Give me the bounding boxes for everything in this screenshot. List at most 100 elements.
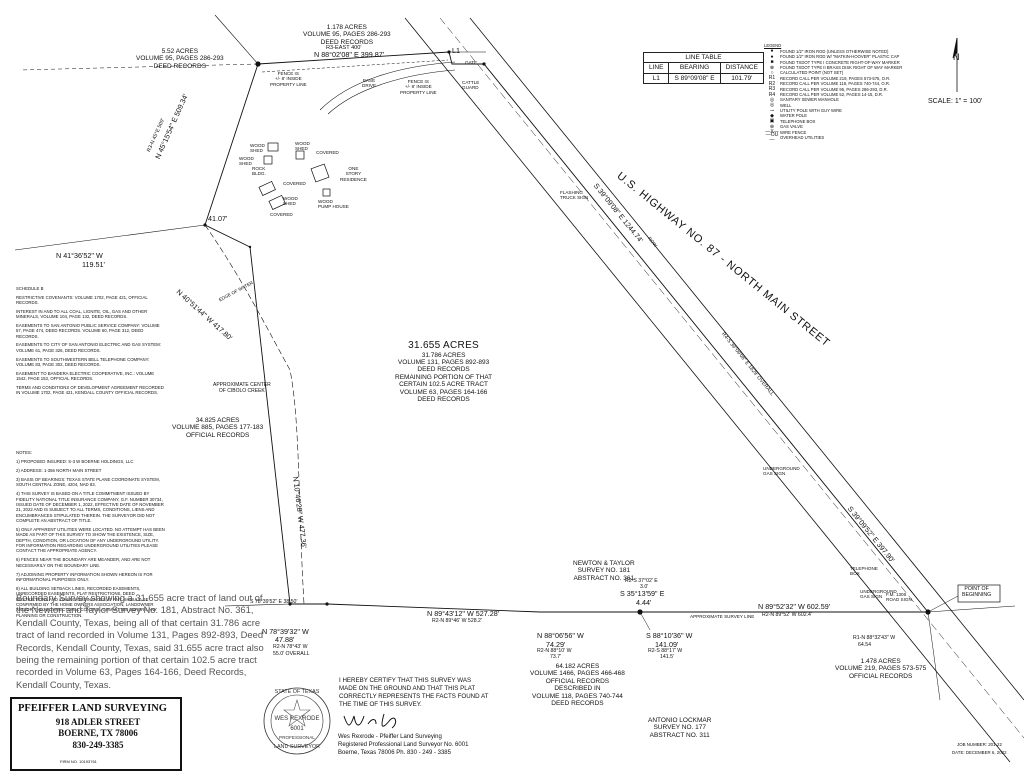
tract-label-south: 64.182 ACRES VOLUME 1466, PAGES 466-468 … [530, 663, 625, 708]
bearing-s-mid2-record2: 141.5' [660, 654, 674, 660]
tract-label-north: 1.178 ACRES VOLUME 95, PAGES 286-293 DEE… [303, 24, 391, 46]
surveyor-seal [263, 687, 331, 755]
approximate-survey-line-label: APPROXIMATE SURVEY LINE [690, 614, 755, 619]
seal-bottom: LAND SURVEYOR [273, 744, 321, 750]
creek-label: APPROXIMATE CENTER OF CIBOLO CREEK [213, 382, 271, 394]
pob-box [957, 584, 1001, 603]
distance-s-mid2: 141.09' [655, 640, 679, 649]
bearing-s-mid2-record: R2-S 88°17' W [648, 648, 683, 654]
distance-s-mid1: 74.29' [546, 640, 566, 649]
firm-name: PFEIFFER LAND SURVEYING [18, 703, 167, 714]
seal-name: WES REXRODE [274, 716, 320, 722]
tract-label-northwest: 5.52 ACRES VOLUME 95, PAGES 286-293 DEED… [136, 48, 224, 70]
bearing-s-line1-record: R2-N 89°52' W 602.4' [762, 612, 812, 618]
covered-label: COVERED [316, 150, 339, 155]
bearing-north-line: N 88°02'08" E 399.87' [314, 50, 385, 59]
line-l1-label: L1 [452, 46, 460, 55]
creek-line [204, 224, 305, 605]
residence-label: ONE STORY RESIDENCE [340, 166, 367, 182]
bearing-sw-corner-record2: 55.0' OVERALL [273, 651, 310, 657]
north-arrow [952, 37, 958, 92]
job-number: JOB NUMBER: 201-22 [957, 742, 1002, 747]
highway-row-line [469, 17, 1024, 701]
rock-building [263, 155, 273, 165]
line-table-header: DISTANCE [719, 62, 764, 74]
base-drive [319, 61, 456, 111]
line-table-header: LINE [642, 62, 670, 74]
cattle-guard-label: CATTLE GUARD [462, 80, 480, 91]
bearing-s-short: S 78°39'52" E 38.50' [250, 599, 298, 605]
north-arrow-letter: N [953, 52, 960, 62]
tract-label-southeast: 1.478 ACRES VOLUME 219, PAGES 573-575 OF… [835, 658, 927, 680]
legend: LEGEND ●FOUND 1/2" IRON ROD (UNLESS OTHE… [764, 43, 903, 144]
tract-label-main: 31.655 ACRES 31.786 ACRES VOLUME 131, PA… [395, 340, 493, 404]
point-of-beginning-label: POINT OF BEGINNING [962, 586, 992, 598]
line-table-header: BEARING [668, 62, 721, 74]
bearing-s-line2: N 89°43'12" W 527.28' [427, 609, 500, 618]
wood-shed-label: WOOD SHED [239, 156, 254, 167]
distance-jog1: 4.44' [636, 598, 652, 607]
rock-building-label: ROCK BLDG. [252, 166, 266, 177]
distance-w-short: 119.51' [82, 260, 105, 269]
distance-nw-bend: 41.07' [208, 214, 228, 223]
distance-sw-corner: 47.88' [275, 635, 295, 644]
bearing-sw-corner-record: R2-N 78°43' W [273, 644, 308, 650]
covered-label: COVERED [270, 212, 293, 217]
flashing-sign-label: FLASHING TRUCK SIGN [560, 190, 589, 201]
job-date: DATE: DECEMBER 6, 2022 [952, 750, 1007, 755]
bearing-jog1: S 35°13'59" E [620, 589, 665, 598]
fm-road-sign-label: F.M. 1306 ROAD SIGN [886, 592, 912, 603]
highway-center-line [439, 17, 1024, 739]
survey-label-lockmar: ANTONIO LOCKMAR SURVEY NO. 177 ABSTRACT … [648, 717, 712, 739]
underground-gas-label: UNDERGROUND GAS SIGN [860, 589, 897, 600]
schedule-b: SCHEDULE B RESTRICTIVE COVENANTS: VOLUME… [16, 286, 164, 396]
seal-number: 6001 [290, 726, 304, 732]
fence-note: FENCE IS +/- 8' INSIDE PROPERTY LINE [400, 79, 437, 95]
underground-gas-label: UNDERGROUND GAS SIGN [763, 466, 800, 477]
bearing-s-line1: N 89°52'32" W 602.59' [758, 602, 831, 611]
wood-shed-label: WOOD SHED [295, 141, 310, 152]
pob-record-call: R1-N 88°32'43" W [853, 635, 896, 641]
survey-label-newton-taylor: NEWTON & TAYLOR SURVEY NO. 181 ABSTRACT … [573, 560, 635, 582]
telephone-box-label: TELEPHONE BOX [850, 566, 878, 577]
seal-top: STATE OF TEXAS [274, 689, 320, 695]
wood-shed-label: WOOD SHED [283, 196, 298, 207]
firm-city: BOERNE, TX 78006 [58, 728, 138, 738]
seal-side: PROFESSIONAL [279, 735, 315, 740]
bearing-s-mid1: N 88°06'56" W [537, 631, 584, 640]
title-block: PFEIFFER LAND SURVEYING 918 ADLER STREET… [10, 697, 182, 771]
bearing-jog1-record: R2-S 37°02' E [625, 578, 658, 584]
pump-house-label: WOOD PUMP HOUSE [318, 199, 349, 210]
gate-label: GATE [465, 60, 478, 65]
bearing-s-line2-record: R2-N 89°46' W 528.2' [432, 618, 482, 624]
signature [343, 713, 397, 729]
bearing-s-mid1-record2: 73.7' [550, 654, 562, 660]
legend-title: LEGEND [764, 43, 782, 48]
wood-shed [268, 194, 286, 210]
wood-shed [267, 142, 279, 152]
bearing-jog1-record2: 3.0' [640, 584, 649, 590]
wood-shed [258, 180, 276, 196]
covered-label: COVERED [283, 181, 306, 186]
line-table-title: LINE TABLE [643, 51, 764, 64]
base-drive-label: BASE DRIVE [362, 78, 377, 89]
bearing-sw-corner: N 78°39'32" W [262, 627, 309, 636]
bearing-north-record: R3-EAST 400' [326, 45, 362, 51]
tract-label-west: 34.825 ACRES VOLUME 885, PAGES 177-183 O… [172, 417, 264, 439]
highway-row-line [404, 17, 1011, 763]
bearing-s-mid1-record: R2-N 88°10' W [537, 648, 572, 654]
bearing-s-mid2: S 88°10'36" W [646, 631, 693, 640]
certification-statement: I HEREBY CERTIFY THAT THIS SURVEY WAS MA… [339, 677, 489, 709]
wood-shed-label: WOOD SHED [250, 143, 265, 154]
survey-notes: NOTES: 1) PROPOSED INSURED: S-3 W BOERNE… [16, 450, 165, 618]
scale-label: SCALE: 1" = 100' [928, 98, 983, 105]
firm-number: FIRM NO. 10193761 [60, 759, 97, 764]
survey-description: Boundary Survey showing a 31.655 acre tr… [16, 592, 264, 690]
residence [310, 163, 330, 183]
bearing-w-short: N 41°36'52" W [56, 251, 103, 260]
fence-note: FENCE IS +/- 8' INSIDE PROPERTY LINE [270, 71, 307, 87]
pob-record-call-distance: 64.54 [858, 642, 871, 648]
firm-phone: 830-249-3385 [72, 740, 124, 750]
line-table: LINE TABLE LINE BEARING DISTANCE L1 S 89… [642, 51, 764, 85]
line-table-row: L1 S 89°09'08" E 101.79' [642, 72, 764, 85]
